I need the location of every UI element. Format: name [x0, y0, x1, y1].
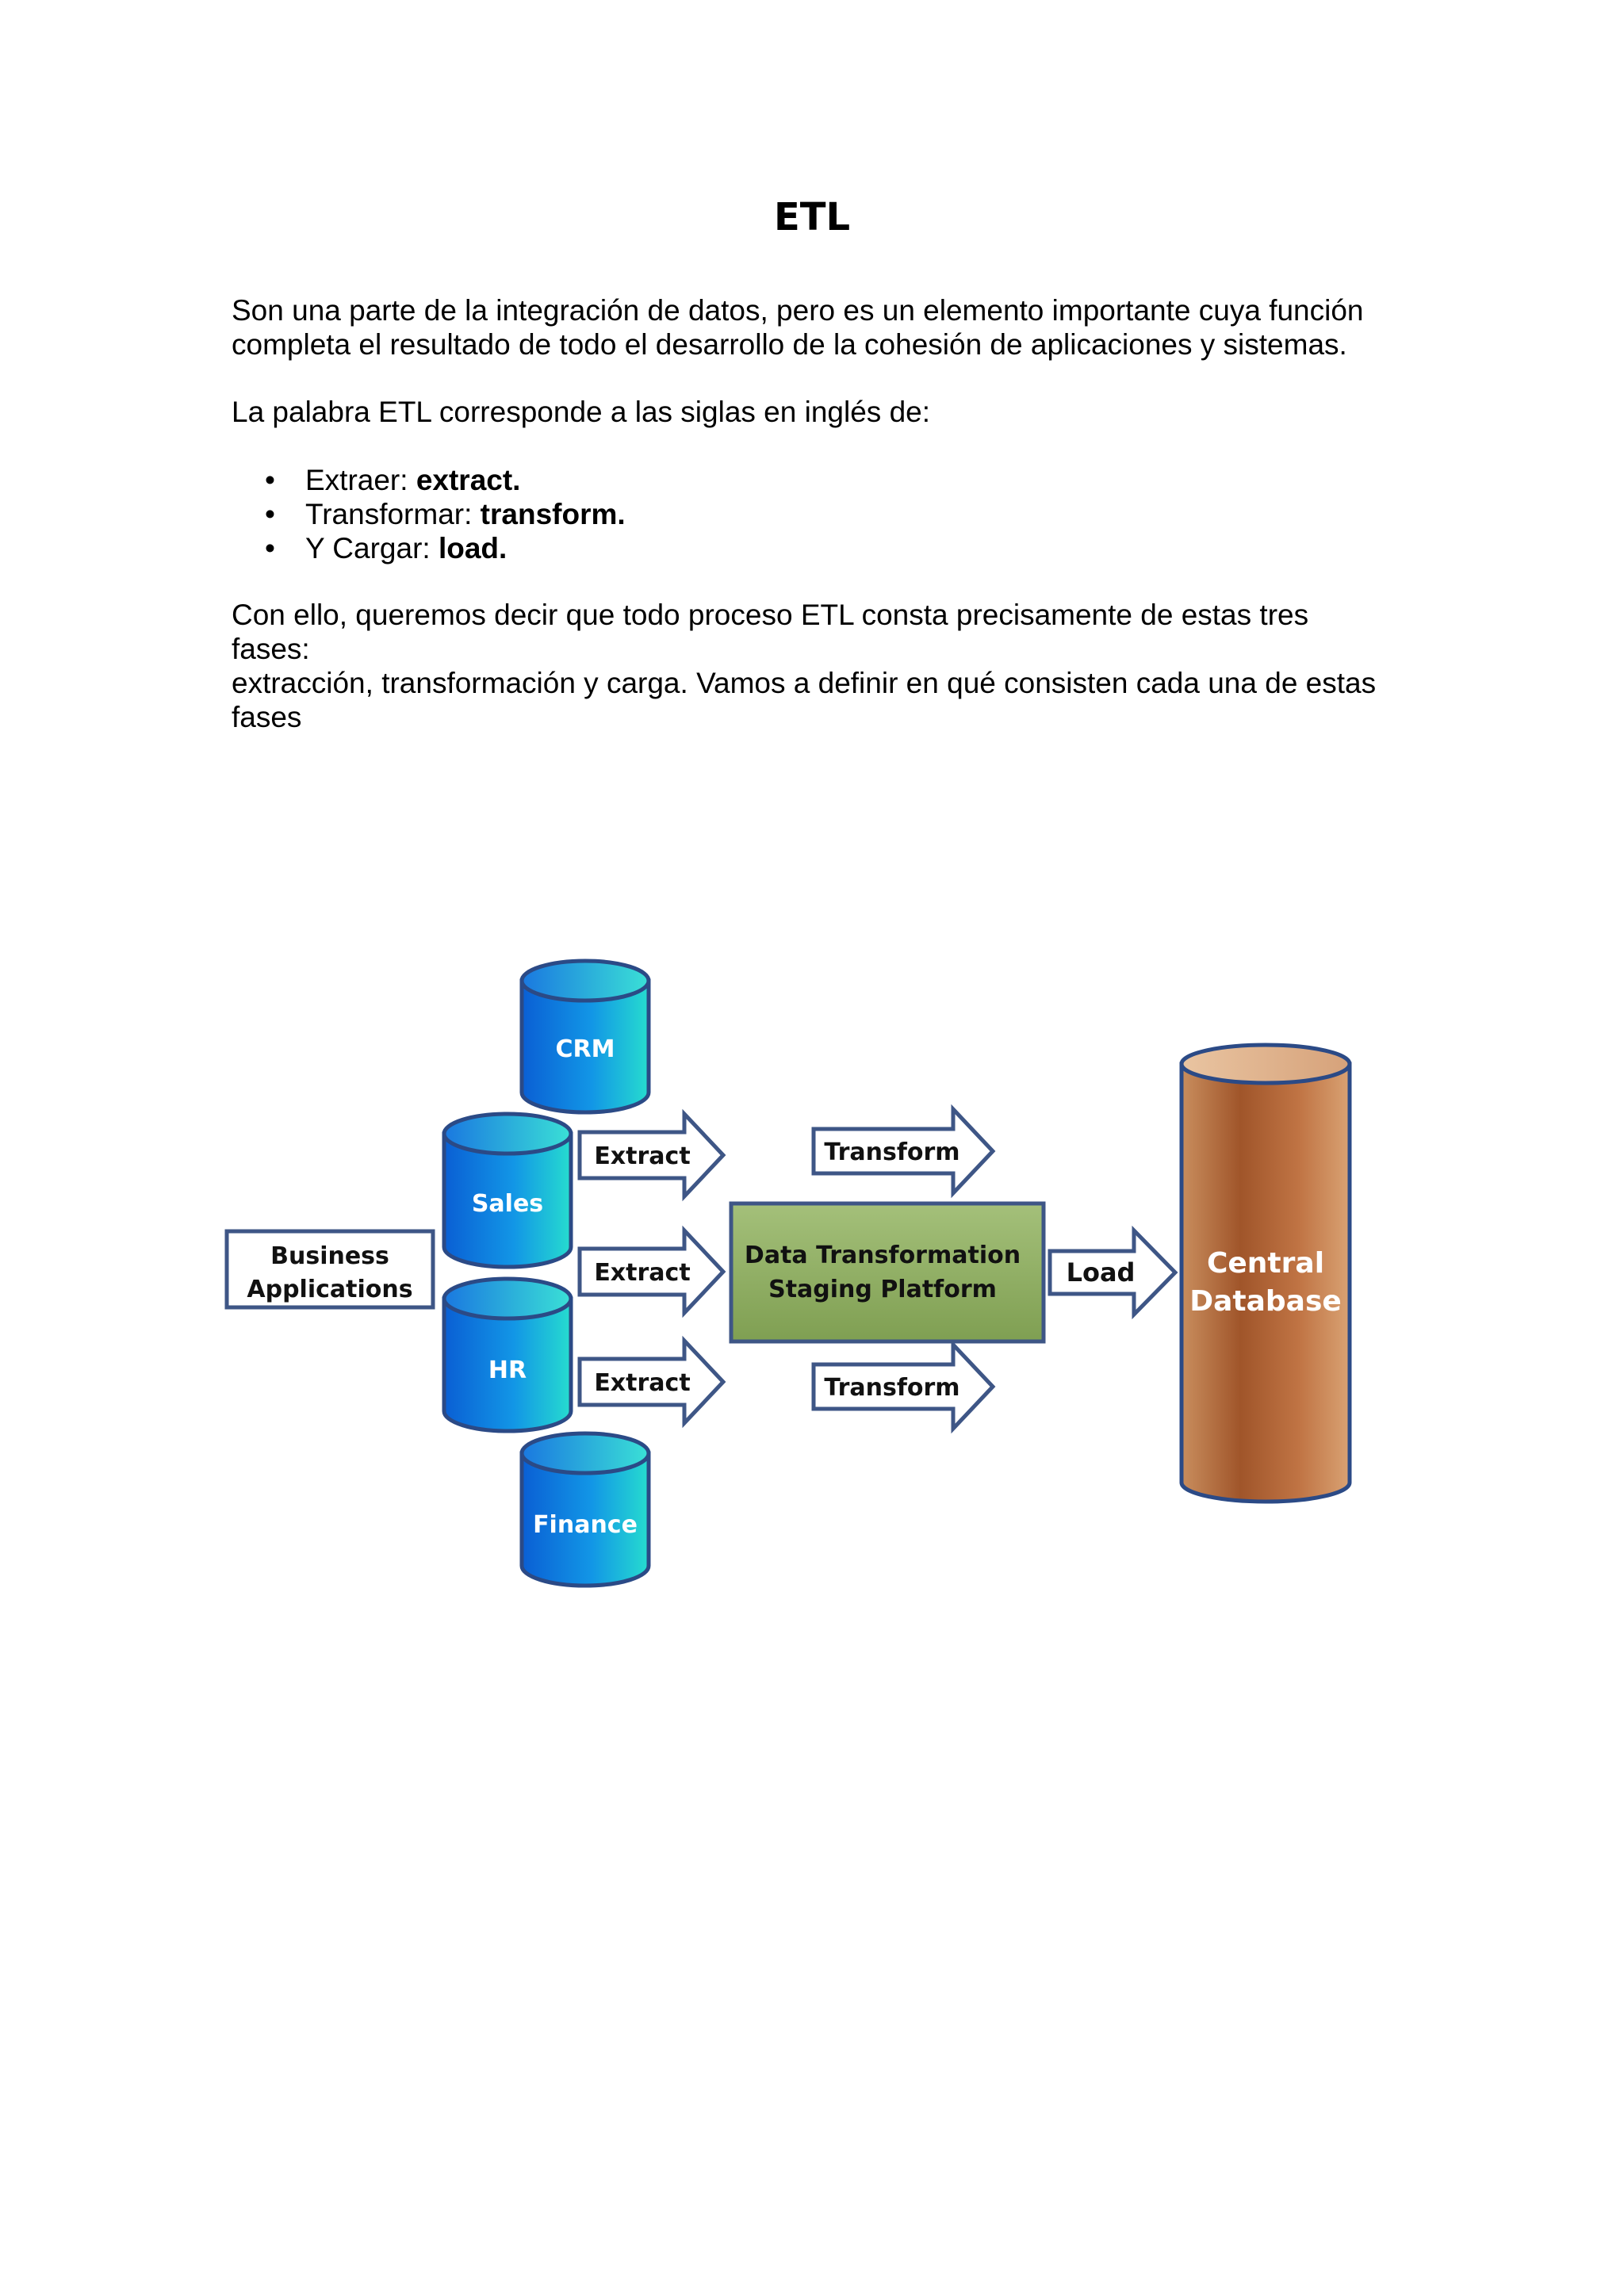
- phases-line-2: extracción, transformación y carga. Vamo…: [232, 667, 1377, 699]
- finance-label: Finance: [533, 1511, 638, 1539]
- business-line-2: Applications: [247, 1276, 412, 1303]
- etl-bullet-list: • Extraer: extract. • Transformar: trans…: [232, 463, 626, 565]
- sales-label: Sales: [472, 1190, 543, 1218]
- load-arrow: Load: [1048, 1225, 1178, 1320]
- acronym-paragraph: La palabra ETL corresponde a las siglas …: [232, 396, 931, 428]
- transform-label-top: Transform: [824, 1138, 959, 1166]
- phases-paragraph: Con ello, queremos decir que todo proces…: [232, 598, 1389, 734]
- bullet-term: extract.: [416, 464, 521, 496]
- bullet-term: transform.: [480, 498, 626, 530]
- business-applications-box: Business Applications: [224, 1229, 435, 1310]
- business-line-1: Business: [270, 1242, 389, 1270]
- intro-line-1: Son una parte de la integración de datos…: [232, 294, 1364, 327]
- crm-cylinder: CRM: [519, 959, 651, 1115]
- bullet-label: Transformar:: [305, 498, 481, 530]
- central-database-cylinder: Central Database: [1179, 1043, 1352, 1504]
- extract-label-2: Extract: [594, 1259, 690, 1287]
- staging-line-2: Staging Platform: [768, 1276, 997, 1303]
- extract-arrow-2: Extract: [577, 1225, 726, 1318]
- extract-arrow-3: Extract: [577, 1335, 726, 1429]
- transform-arrow-bottom: Transform: [811, 1339, 996, 1434]
- hr-cylinder: HR: [442, 1276, 573, 1433]
- staging-platform-box: Data Transformation Staging Platform: [729, 1201, 1046, 1344]
- central-line-2: Database: [1189, 1285, 1342, 1318]
- finance-cylinder: Finance: [519, 1431, 651, 1588]
- staging-line-1: Data Transformation: [745, 1242, 1021, 1269]
- bullet-marker: •: [265, 532, 275, 564]
- intro-line-2: completa el resultado de todo el desarro…: [232, 328, 1347, 361]
- page-title: ETL: [773, 195, 851, 239]
- crm-label: CRM: [556, 1035, 615, 1063]
- phases-line-1: Con ello, queremos decir que todo proces…: [232, 599, 1309, 665]
- extract-arrow-1: Extract: [577, 1108, 726, 1202]
- intro-paragraph: Son una parte de la integración de datos…: [232, 293, 1389, 362]
- bullet-marker: •: [265, 464, 275, 496]
- list-item: • Extraer: extract.: [232, 463, 626, 497]
- bullet-marker: •: [265, 498, 275, 530]
- etl-diagram: Business Applications CRM Sales HR Finan…: [224, 959, 1352, 1588]
- extract-label-3: Extract: [594, 1369, 690, 1397]
- list-item: • Y Cargar: load.: [232, 531, 626, 565]
- hr-label: HR: [488, 1357, 527, 1384]
- bullet-term: load.: [438, 532, 508, 564]
- list-item: • Transformar: transform.: [232, 497, 626, 531]
- transform-arrow-top: Transform: [811, 1104, 996, 1199]
- extract-label-1: Extract: [594, 1142, 690, 1170]
- bullet-label: Y Cargar:: [305, 532, 439, 564]
- sales-cylinder: Sales: [442, 1112, 573, 1269]
- bullet-label: Extraer:: [305, 464, 416, 496]
- central-line-1: Central: [1207, 1247, 1324, 1280]
- phases-line-3: fases: [232, 701, 302, 733]
- transform-label-bottom: Transform: [824, 1374, 959, 1402]
- load-label: Load: [1067, 1257, 1136, 1288]
